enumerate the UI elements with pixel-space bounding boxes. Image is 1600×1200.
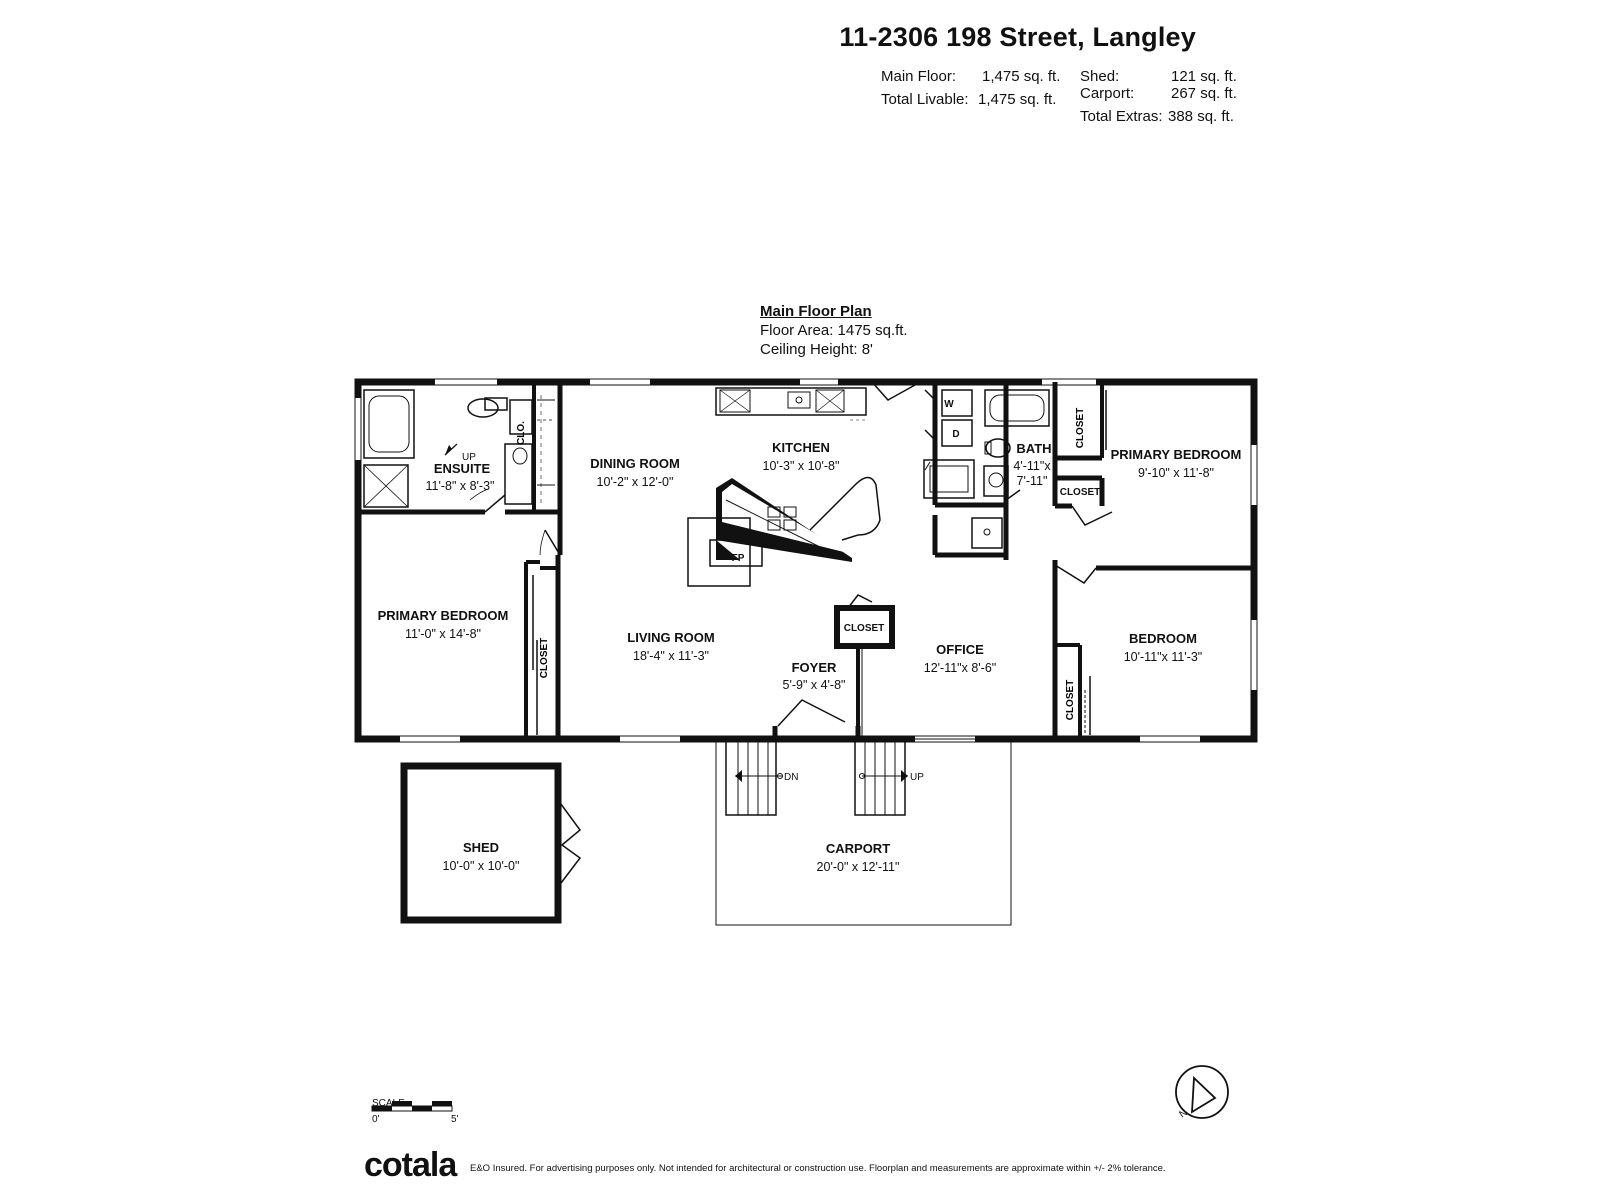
- shed-dims: 10'-0" x 10'-0": [443, 859, 520, 873]
- carport-value: 267 sq. ft.: [1171, 85, 1237, 102]
- total-livable-value: 1,475 sq. ft.: [978, 91, 1057, 108]
- stairs-up-label: UP: [910, 772, 924, 783]
- primary-bedroom-left-dims: 11'-0" x 14'-8": [405, 627, 481, 641]
- north-label: N: [1177, 1107, 1189, 1120]
- ensuite-up-label: UP: [462, 452, 476, 463]
- stairs-down-label: DN: [784, 772, 798, 783]
- carport-label: Carport:: [1080, 85, 1135, 102]
- carport-label: CARPORT: [826, 841, 890, 856]
- foyer-dims: 5'-9" x 4'-8": [783, 678, 846, 692]
- dryer-label: D: [952, 429, 959, 440]
- dining-room-dims: 10'-2" x 12'-0": [597, 475, 674, 489]
- primary-bedroom-right-label: PRIMARY BEDROOM: [1111, 447, 1242, 462]
- scale-bar: [371, 1101, 453, 1112]
- scale-label: SCALE: [372, 1098, 405, 1109]
- total-livable-label: Total Livable:: [881, 91, 969, 108]
- bath-dims-2: 7'-11": [1017, 474, 1048, 488]
- shed-value: 121 sq. ft.: [1171, 68, 1237, 85]
- scale-five: 5': [451, 1114, 459, 1125]
- shed-label: SHED: [463, 840, 499, 855]
- living-room-label: LIVING ROOM: [627, 630, 714, 645]
- closet-bedroom-label: CLOSET: [1065, 680, 1076, 721]
- bath-dims-1: 4'-11"x: [1013, 459, 1051, 473]
- bedroom-dims: 10'-11"x 11'-3": [1124, 650, 1203, 664]
- primary-bedroom-left-label: PRIMARY BEDROOM: [378, 608, 509, 623]
- plan-header: Main Floor Plan Floor Area: 1475 sq.ft. …: [760, 302, 908, 359]
- living-room-dims: 18'-4" x 11'-3": [633, 649, 709, 663]
- ensuite-label: ENSUITE: [434, 461, 491, 476]
- main-floor-label: Main Floor:: [881, 68, 957, 85]
- office-label: OFFICE: [936, 642, 984, 657]
- bedroom-label: BEDROOM: [1129, 631, 1197, 646]
- primary-bedroom-right-dims: 9'-10" x 11'-8": [1138, 466, 1214, 480]
- plan-title: Main Floor Plan: [760, 303, 872, 320]
- washer-label: W: [944, 399, 954, 410]
- main-floor-value: 1,475 sq. ft.: [982, 68, 1061, 85]
- closet-left-label: CLOSET: [539, 638, 550, 679]
- foyer-label: FOYER: [792, 660, 837, 675]
- scale-zero: 0': [372, 1114, 380, 1125]
- fireplace-label: FP: [732, 553, 745, 564]
- ensuite-dims: 11'-8" x 8'-3": [425, 479, 494, 493]
- carport-dims: 20'-0" x 12'-11": [817, 860, 900, 874]
- total-extras-label: Total Extras:: [1080, 108, 1163, 125]
- office-dims: 12'-11"x 8'-6": [924, 661, 996, 675]
- cotala-logo: cotala: [364, 1146, 457, 1184]
- floor-area: Floor Area: 1475 sq.ft.: [760, 322, 908, 339]
- ceiling-height: Ceiling Height: 8': [760, 341, 873, 358]
- closet-right-small-label: CLOSET: [1060, 487, 1101, 498]
- closet-center-label: CLOSET: [844, 623, 885, 634]
- total-extras-value: 388 sq. ft.: [1168, 108, 1234, 125]
- disclaimer: E&O Insured. For advertising purposes on…: [470, 1163, 1166, 1174]
- bath-label: BATH: [1016, 441, 1051, 456]
- shed-label: Shed:: [1080, 68, 1120, 85]
- kitchen-dims: 10'-3" x 10'-8": [763, 459, 840, 473]
- address-title: 11-2306 198 Street, Langley: [839, 22, 1196, 52]
- dining-room-label: DINING ROOM: [590, 456, 680, 471]
- closet-right-top-label: CLOSET: [1075, 408, 1086, 449]
- ensuite-closet-label: CLO.: [516, 421, 527, 445]
- kitchen-label: KITCHEN: [772, 440, 830, 455]
